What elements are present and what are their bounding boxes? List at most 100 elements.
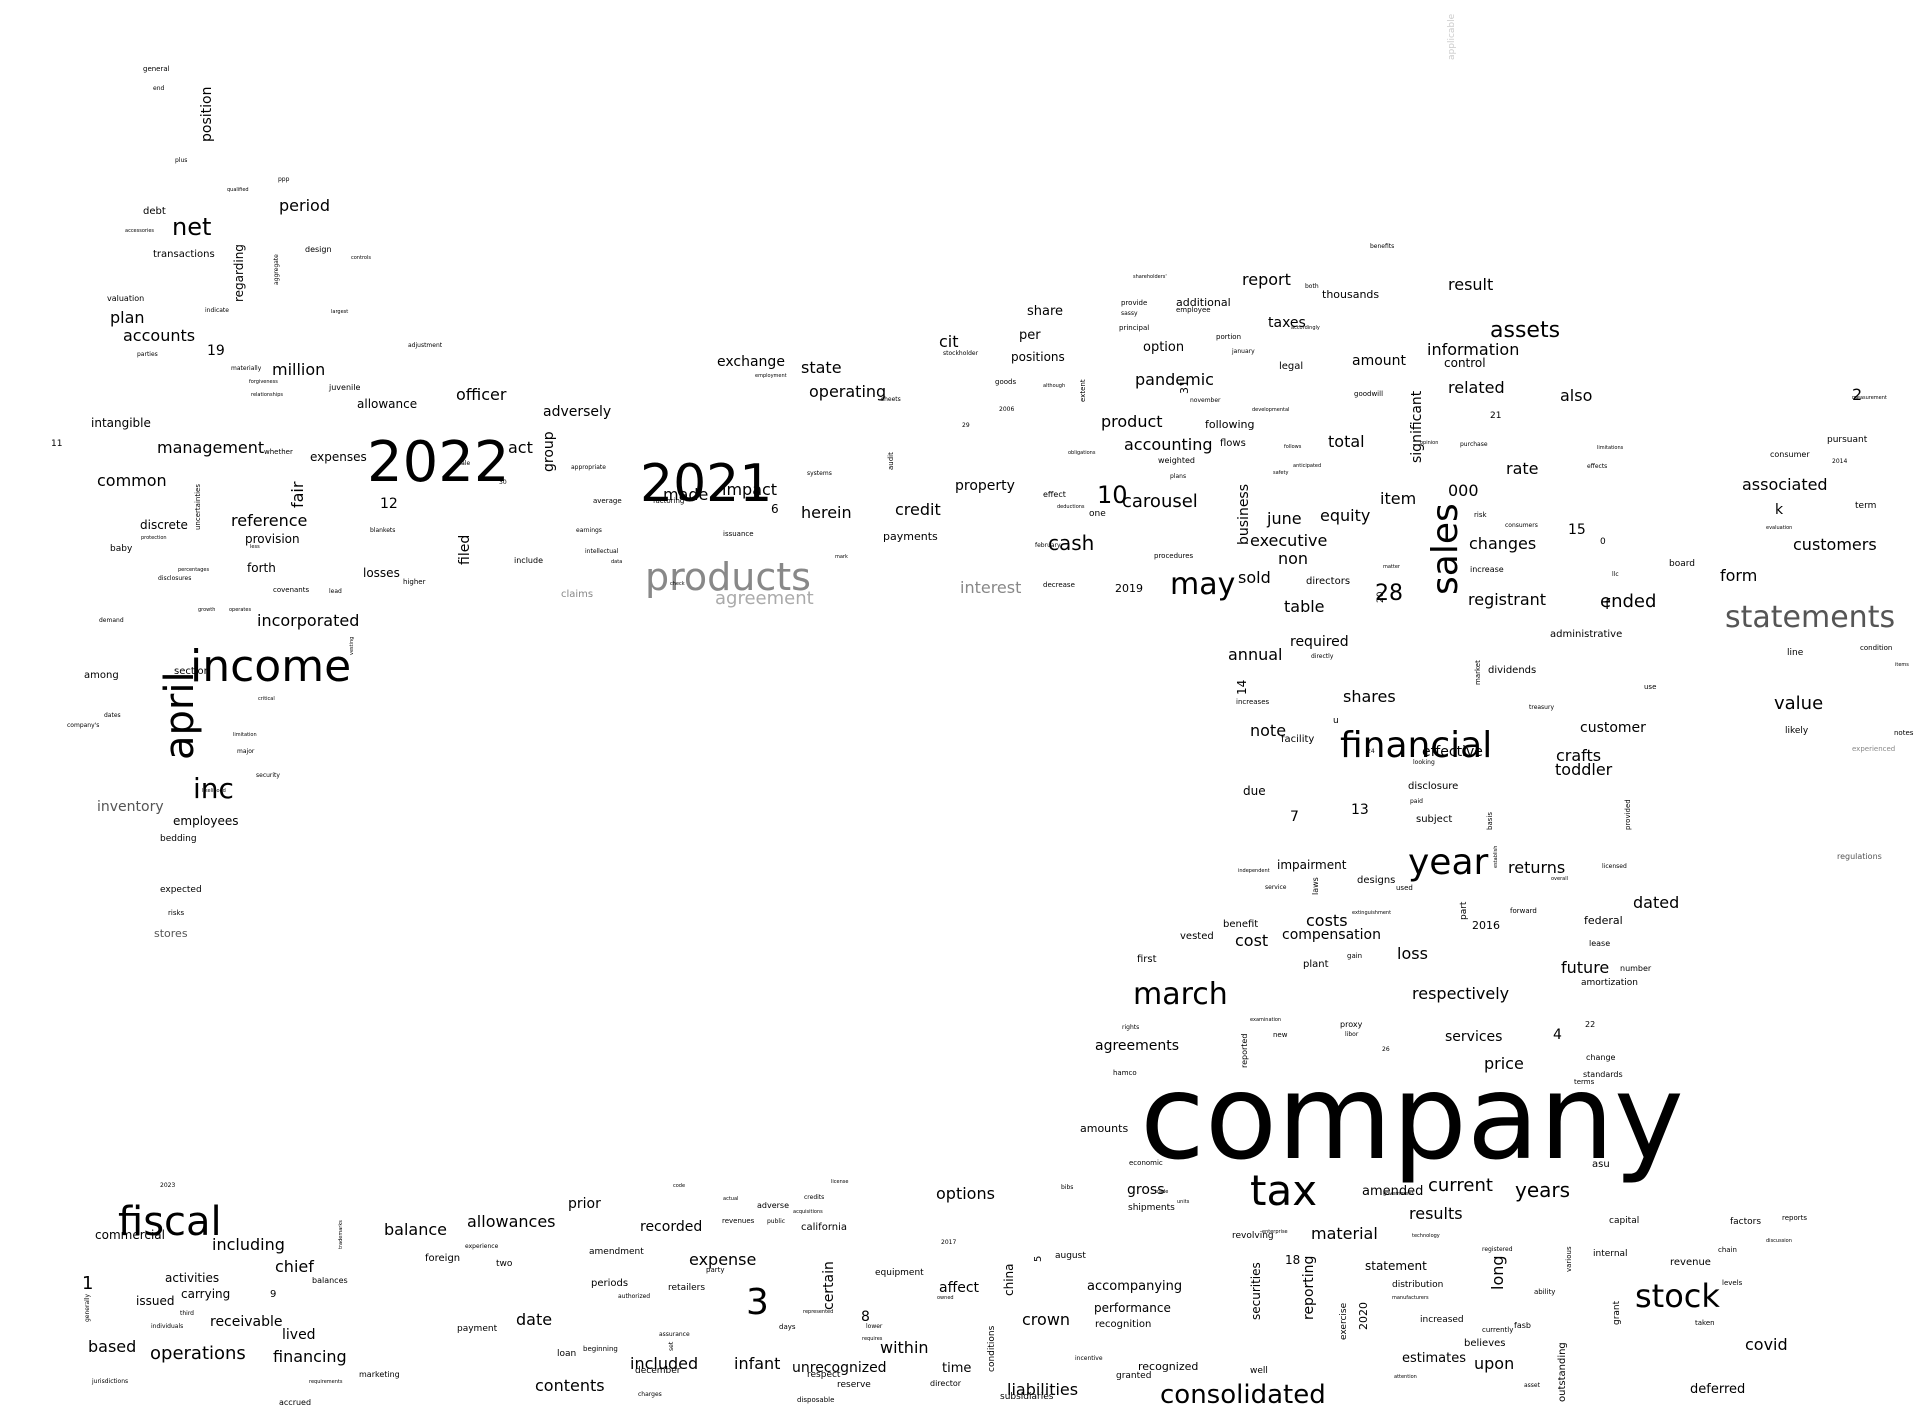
word-limitations: limitations — [1597, 445, 1624, 451]
word-measurement: measurement — [1852, 395, 1887, 401]
word-form: form — [1720, 566, 1758, 585]
word-decrease: decrease — [1043, 581, 1075, 589]
word-levels: levels — [1722, 1279, 1743, 1287]
word-9: 9 — [270, 1289, 277, 1300]
word-outstanding: outstanding — [1557, 1342, 1568, 1402]
word-table: table — [1284, 597, 1325, 616]
word-28: 28 — [1375, 581, 1403, 606]
word-option: option — [1143, 340, 1185, 355]
word-employees: employees — [173, 814, 239, 828]
word-18: 18 — [1285, 1253, 1301, 1267]
word-financing: financing — [273, 1347, 347, 1366]
word-subject: subject — [1416, 814, 1453, 825]
word-extinguishment: extinguishment — [1352, 910, 1392, 916]
word-losses: losses — [363, 566, 400, 580]
word-board: board — [1669, 559, 1695, 569]
word-affect: affect — [939, 1280, 980, 1296]
word-demand: demand — [99, 617, 124, 624]
word-revenue: revenue — [1670, 1257, 1711, 1268]
word-both: both — [1305, 283, 1319, 290]
word-authorized: authorized — [618, 1293, 651, 1300]
word-change: change — [1586, 1053, 1616, 1062]
word-discrete: discrete — [140, 518, 188, 532]
word-date: date — [516, 1310, 553, 1329]
word-establish: establish — [1493, 845, 1499, 868]
word-receivable: receivable — [210, 1314, 283, 1330]
word-reporting: reporting — [1301, 1255, 1317, 1320]
word-stock: stock — [1635, 1277, 1720, 1315]
word-weighted: weighted — [1158, 456, 1195, 465]
word-respectively: respectively — [1412, 984, 1510, 1003]
word-time: time — [942, 1361, 972, 1376]
word-statements: statements — [1725, 600, 1896, 635]
word-obligations: obligations — [1068, 450, 1096, 456]
word-trademarks: trademarks — [338, 1220, 344, 1249]
word-service: service — [1265, 884, 1287, 891]
word-cit: cit — [939, 332, 959, 351]
word-whether: whether — [264, 448, 293, 456]
word-8: 8 — [861, 1309, 870, 1325]
word-lower: lower — [866, 1323, 883, 1330]
word-individuals: individuals — [151, 1323, 184, 1330]
word-costs: costs — [1306, 911, 1348, 930]
word-first: first — [1137, 954, 1157, 965]
word-deductions: deductions — [1057, 504, 1085, 510]
word-december: december — [635, 1366, 681, 1376]
word-technology: technology — [1412, 1233, 1440, 1239]
word-check: check — [670, 581, 685, 587]
word-debt: debt — [143, 206, 166, 217]
word-asset: asset — [1524, 1382, 1540, 1389]
word-recognized: recognized — [1138, 1360, 1199, 1373]
word-contents: contents — [535, 1376, 605, 1395]
word-protection: protection — [141, 535, 167, 541]
word-reported: reported — [1240, 1033, 1249, 1068]
word-fasb: fasb — [1514, 1321, 1531, 1330]
word-adverse: adverse — [757, 1201, 790, 1210]
word-22: 22 — [1585, 1020, 1596, 1029]
word-chain: chain — [1718, 1246, 1737, 1254]
word-directly: directly — [1311, 653, 1334, 660]
word-directors: directors — [1306, 576, 1351, 587]
word-rights: rights — [1122, 1024, 1140, 1031]
word-marketing: marketing — [359, 1370, 400, 1379]
word-total: total — [1328, 432, 1365, 451]
word-sheets: sheets — [881, 396, 901, 403]
word-deferred: deferred — [1690, 1382, 1746, 1397]
word-estimates: estimates — [1402, 1351, 1466, 1366]
word-trade: trade — [1155, 1189, 1169, 1195]
word-condition: condition — [1860, 644, 1893, 652]
word-net: net — [172, 213, 212, 241]
word-included: included — [630, 1354, 699, 1373]
word-amendment: amendment — [589, 1247, 644, 1257]
word-income: income — [190, 641, 352, 692]
word-likelihood: likelihood — [202, 788, 226, 794]
word-notes: notes — [1894, 729, 1914, 737]
word-treasury: treasury — [1529, 704, 1555, 711]
word-experienced: experienced — [1852, 745, 1896, 753]
word-accounting: accounting — [1124, 435, 1213, 454]
word-assets: assets — [1490, 318, 1561, 343]
word-toddler: toddler — [1555, 760, 1613, 779]
word-15: 15 — [1568, 522, 1586, 538]
word-performance: performance — [1094, 1301, 1171, 1315]
word-data: data — [611, 559, 623, 565]
word-audit: audit — [887, 452, 895, 470]
word-enterprise: enterprise — [1262, 1229, 1288, 1235]
word-china: china — [1002, 1263, 1016, 1297]
word-u: u — [1333, 716, 1339, 726]
word-agreement: agreement — [715, 588, 814, 609]
word-forth: forth — [247, 561, 276, 575]
word-taxes: taxes — [1268, 315, 1306, 331]
word-recorded: recorded — [640, 1219, 703, 1235]
word-price: price — [1484, 1054, 1524, 1073]
word-customers: customers — [1793, 535, 1877, 554]
word-adversely: adversely — [543, 404, 612, 420]
word-sale: sale — [458, 460, 471, 467]
word-20: 20 — [1376, 591, 1386, 603]
word-license: license — [831, 1179, 849, 1185]
word-cost: cost — [1235, 931, 1269, 950]
word-30: 30 — [499, 479, 507, 486]
word-dates: dates — [104, 712, 121, 719]
word-10: 10 — [1097, 481, 1128, 509]
word-results: results — [1409, 1204, 1463, 1223]
